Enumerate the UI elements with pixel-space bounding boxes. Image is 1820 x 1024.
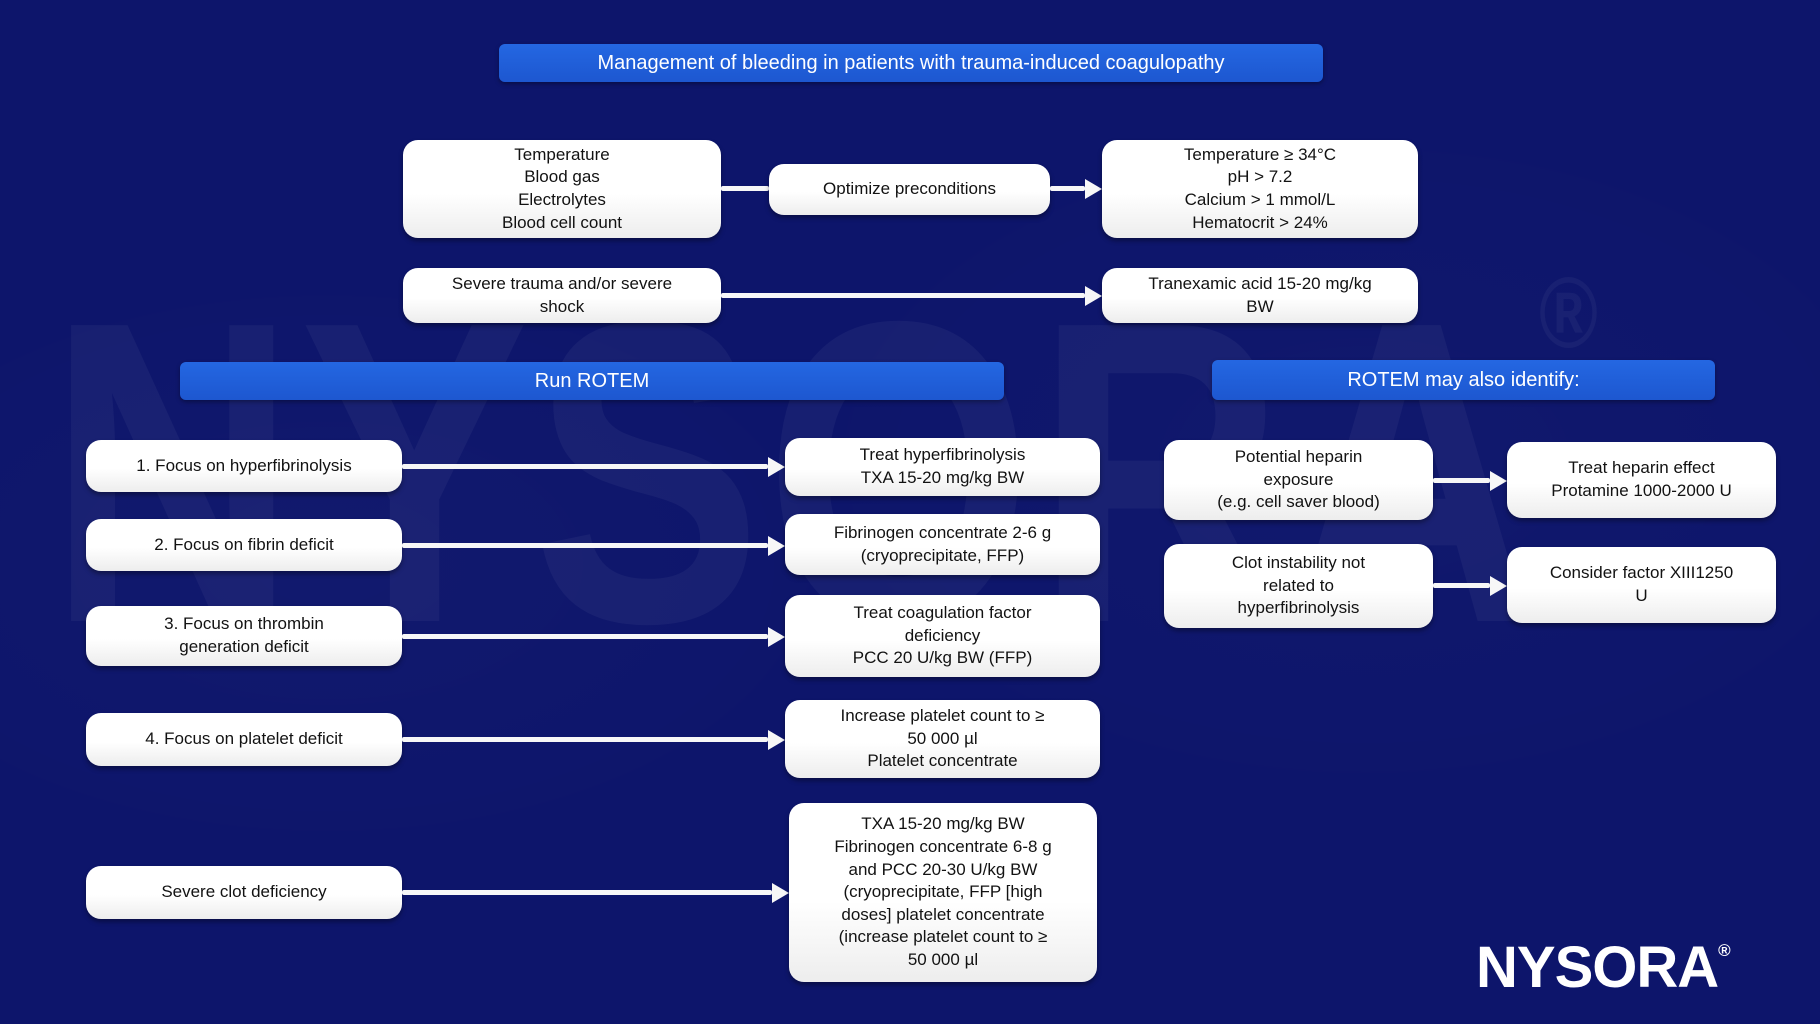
finding-fibrin-deficit-box: 2. Focus on fibrin deficit: [86, 519, 402, 571]
finding-severe-clot-deficiency-box: Severe clot deficiency: [86, 866, 402, 919]
treat-heparin-effect-box: Treat heparin effect Protamine 1000-2000…: [1507, 442, 1776, 518]
title-banner: Management of bleeding in patients with …: [499, 44, 1323, 82]
arrow-clot-instability: [1433, 583, 1490, 588]
precondition-checks-box: Temperature Blood gas Electrolytes Blood…: [403, 140, 721, 238]
arrow-fibrin-deficit: [402, 543, 768, 548]
finding-thrombin-deficit-box: 3. Focus on thrombin generation deficit: [86, 606, 402, 666]
run-rotem-banner: Run ROTEM: [180, 362, 1004, 400]
treat-hyperfibrinolysis-box: Treat hyperfibrinolysis TXA 15-20 mg/kg …: [785, 438, 1100, 496]
arrow-hyperfibrinolysis: [402, 464, 768, 469]
optimize-preconditions-box: Optimize preconditions: [769, 164, 1050, 215]
arrow-thrombin-deficit: [402, 634, 768, 639]
logo-registered-icon: ®: [1718, 941, 1731, 960]
rotem-also-identify-banner: ROTEM may also identify:: [1212, 360, 1715, 400]
heparin-exposure-box: Potential heparin exposure (e.g. cell sa…: [1164, 440, 1433, 520]
finding-platelet-deficit-box: 4. Focus on platelet deficit: [86, 713, 402, 766]
precondition-targets-box: Temperature ≥ 34°C pH > 7.2 Calcium > 1 …: [1102, 140, 1418, 238]
arrow-platelet-deficit: [402, 737, 768, 742]
watermark-registered-icon: ®: [1539, 257, 1601, 369]
connector-checks-to-optimize: [721, 186, 769, 191]
fibrinogen-concentrate-box: Fibrinogen concentrate 2-6 g (cryoprecip…: [785, 514, 1100, 575]
nysora-logo: NYSORA®: [1476, 934, 1731, 1001]
arrow-heparin: [1433, 478, 1490, 483]
tranexamic-acid-box: Tranexamic acid 15-20 mg/kg BW: [1102, 268, 1418, 323]
severe-clot-treatment-box: TXA 15-20 mg/kg BW Fibrinogen concentrat…: [789, 803, 1097, 982]
arrow-trauma-to-txa: [721, 293, 1085, 298]
logo-text: NYSORA: [1476, 935, 1719, 1000]
severe-trauma-box: Severe trauma and/or severe shock: [403, 268, 721, 323]
arrow-optimize-to-targets: [1050, 186, 1085, 191]
consider-factor-xiii-box: Consider factor XIII1250 U: [1507, 547, 1776, 623]
increase-platelet-count-box: Increase platelet count to ≥ 50 000 µl P…: [785, 700, 1100, 778]
finding-hyperfibrinolysis-box: 1. Focus on hyperfibrinolysis: [86, 440, 402, 492]
treat-coagulation-factor-box: Treat coagulation factor deficiency PCC …: [785, 595, 1100, 677]
clot-instability-box: Clot instability not related to hyperfib…: [1164, 544, 1433, 628]
arrow-severe-clot-deficiency: [402, 890, 772, 895]
